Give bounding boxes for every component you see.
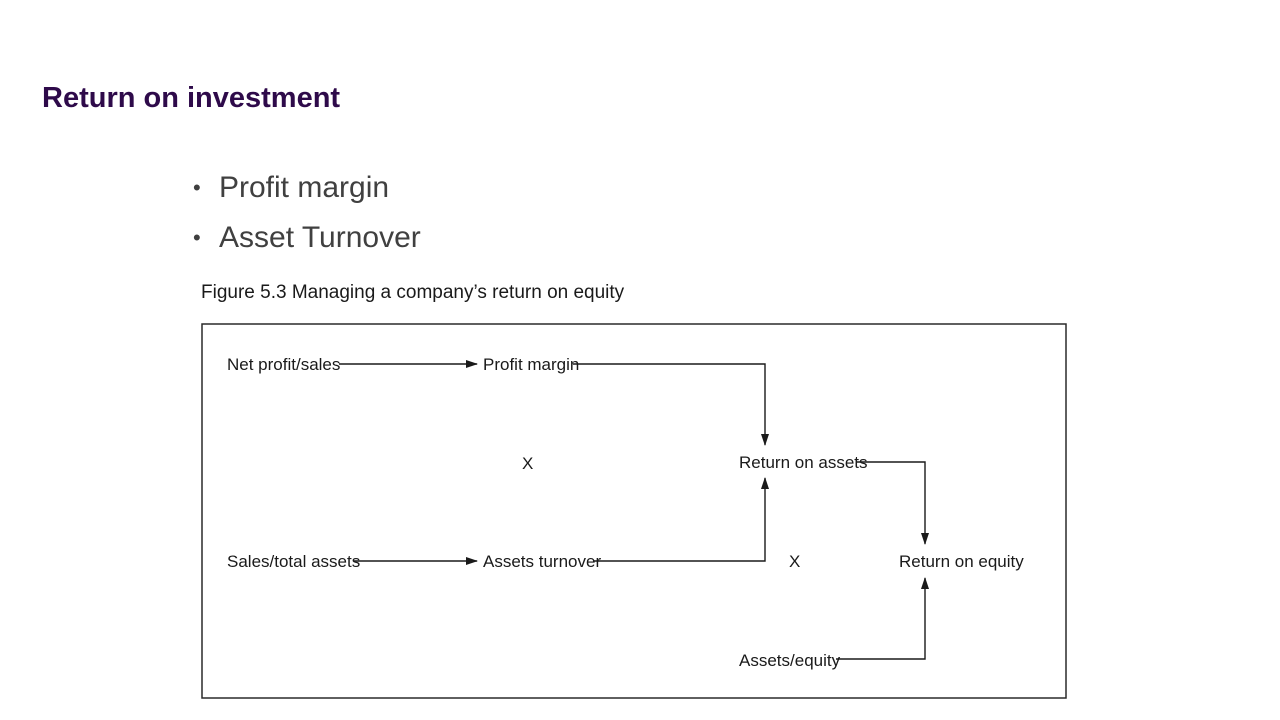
bullet-item: • Profit margin <box>193 163 421 213</box>
arrow-assets-turnover-to-roa <box>593 477 769 562</box>
bullet-dot-icon: • <box>193 225 201 250</box>
arrow-roa-to-roe <box>856 461 929 545</box>
bullet-item: • Asset Turnover <box>193 213 421 263</box>
slide-title: Return on investment <box>42 82 341 114</box>
node-return-on-equity: Return on equity <box>899 552 1024 571</box>
bullet-list: • Profit margin • Asset Turnover <box>193 163 421 263</box>
bullet-dot-icon: • <box>193 175 201 200</box>
node-assets-turnover: Assets turnover <box>483 552 601 571</box>
node-sales-total-assets: Sales/total assets <box>227 552 360 571</box>
multiply-sign-left: X <box>522 454 533 473</box>
figure-caption: Figure 5.3 Managing a company’s return o… <box>201 282 625 303</box>
diagram-frame <box>201 323 1067 699</box>
node-net-profit-sales: Net profit/sales <box>227 355 340 374</box>
arrow-profit-margin-to-roa <box>573 363 769 446</box>
node-return-on-assets: Return on assets <box>739 453 868 472</box>
bullet-text: Profit margin <box>219 171 390 204</box>
node-assets-equity: Assets/equity <box>739 651 841 670</box>
node-profit-margin: Profit margin <box>483 355 579 374</box>
bullet-text: Asset Turnover <box>219 221 421 254</box>
arrow-assets-equity-to-roe <box>836 577 929 660</box>
multiply-sign-right: X <box>789 552 800 571</box>
